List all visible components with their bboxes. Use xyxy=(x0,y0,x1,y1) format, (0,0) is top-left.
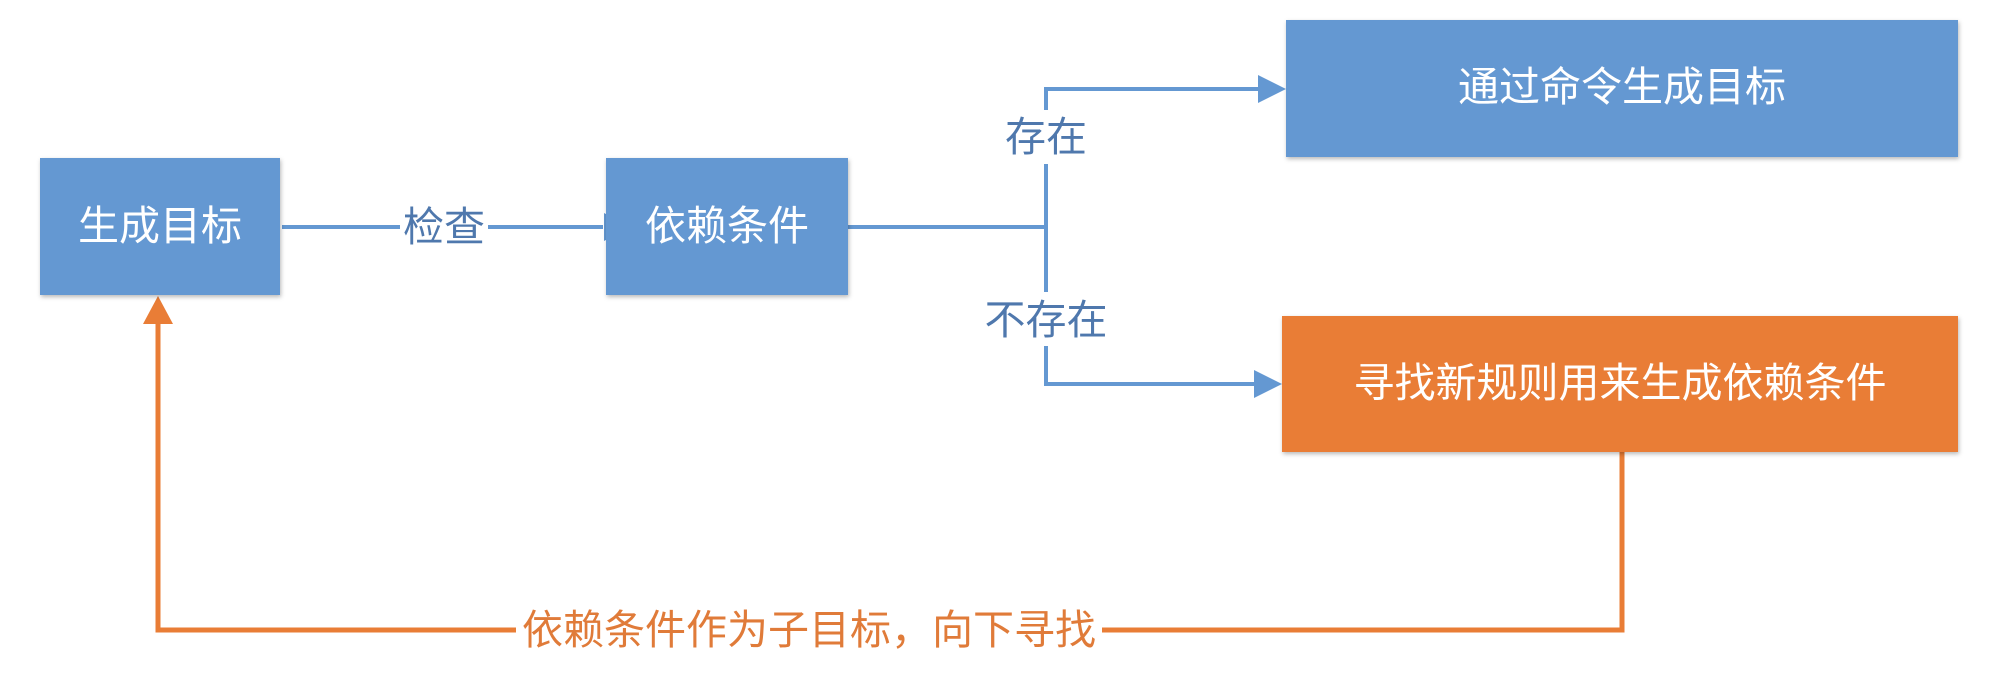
edge-exists xyxy=(1044,87,1258,227)
edge-not-exists-arrowhead xyxy=(1254,370,1282,398)
node-generate-target-label: 生成目标 xyxy=(78,202,242,250)
edge-exists-arrowhead xyxy=(1258,75,1286,103)
label-exists: 存在 xyxy=(1005,113,1087,161)
node-find-new-rule: 寻找新规则用来生成依赖条件 xyxy=(1282,316,1958,452)
label-bg-not-exists xyxy=(984,292,1108,346)
label-bg-subgoal xyxy=(516,604,1102,658)
node-generate-by-command: 通过命令生成目标 xyxy=(1286,20,1958,157)
node-dependency: 依赖条件 xyxy=(606,158,848,295)
node-find-new-rule-label: 寻找新规则用来生成依赖条件 xyxy=(1354,359,1887,407)
edge-not-exists xyxy=(1044,227,1254,386)
label-bg-check xyxy=(400,200,488,254)
label-bg-exists xyxy=(998,110,1094,164)
label-subgoal: 依赖条件作为子目标，向下寻找 xyxy=(522,606,1096,654)
label-check: 检查 xyxy=(403,203,485,251)
label-not-exists: 不存在 xyxy=(985,296,1108,344)
node-generate-by-command-label: 通过命令生成目标 xyxy=(1458,63,1786,111)
node-generate-target: 生成目标 xyxy=(40,158,280,295)
edge-feedback-arrowhead xyxy=(143,296,173,324)
node-dependency-label: 依赖条件 xyxy=(645,202,809,250)
